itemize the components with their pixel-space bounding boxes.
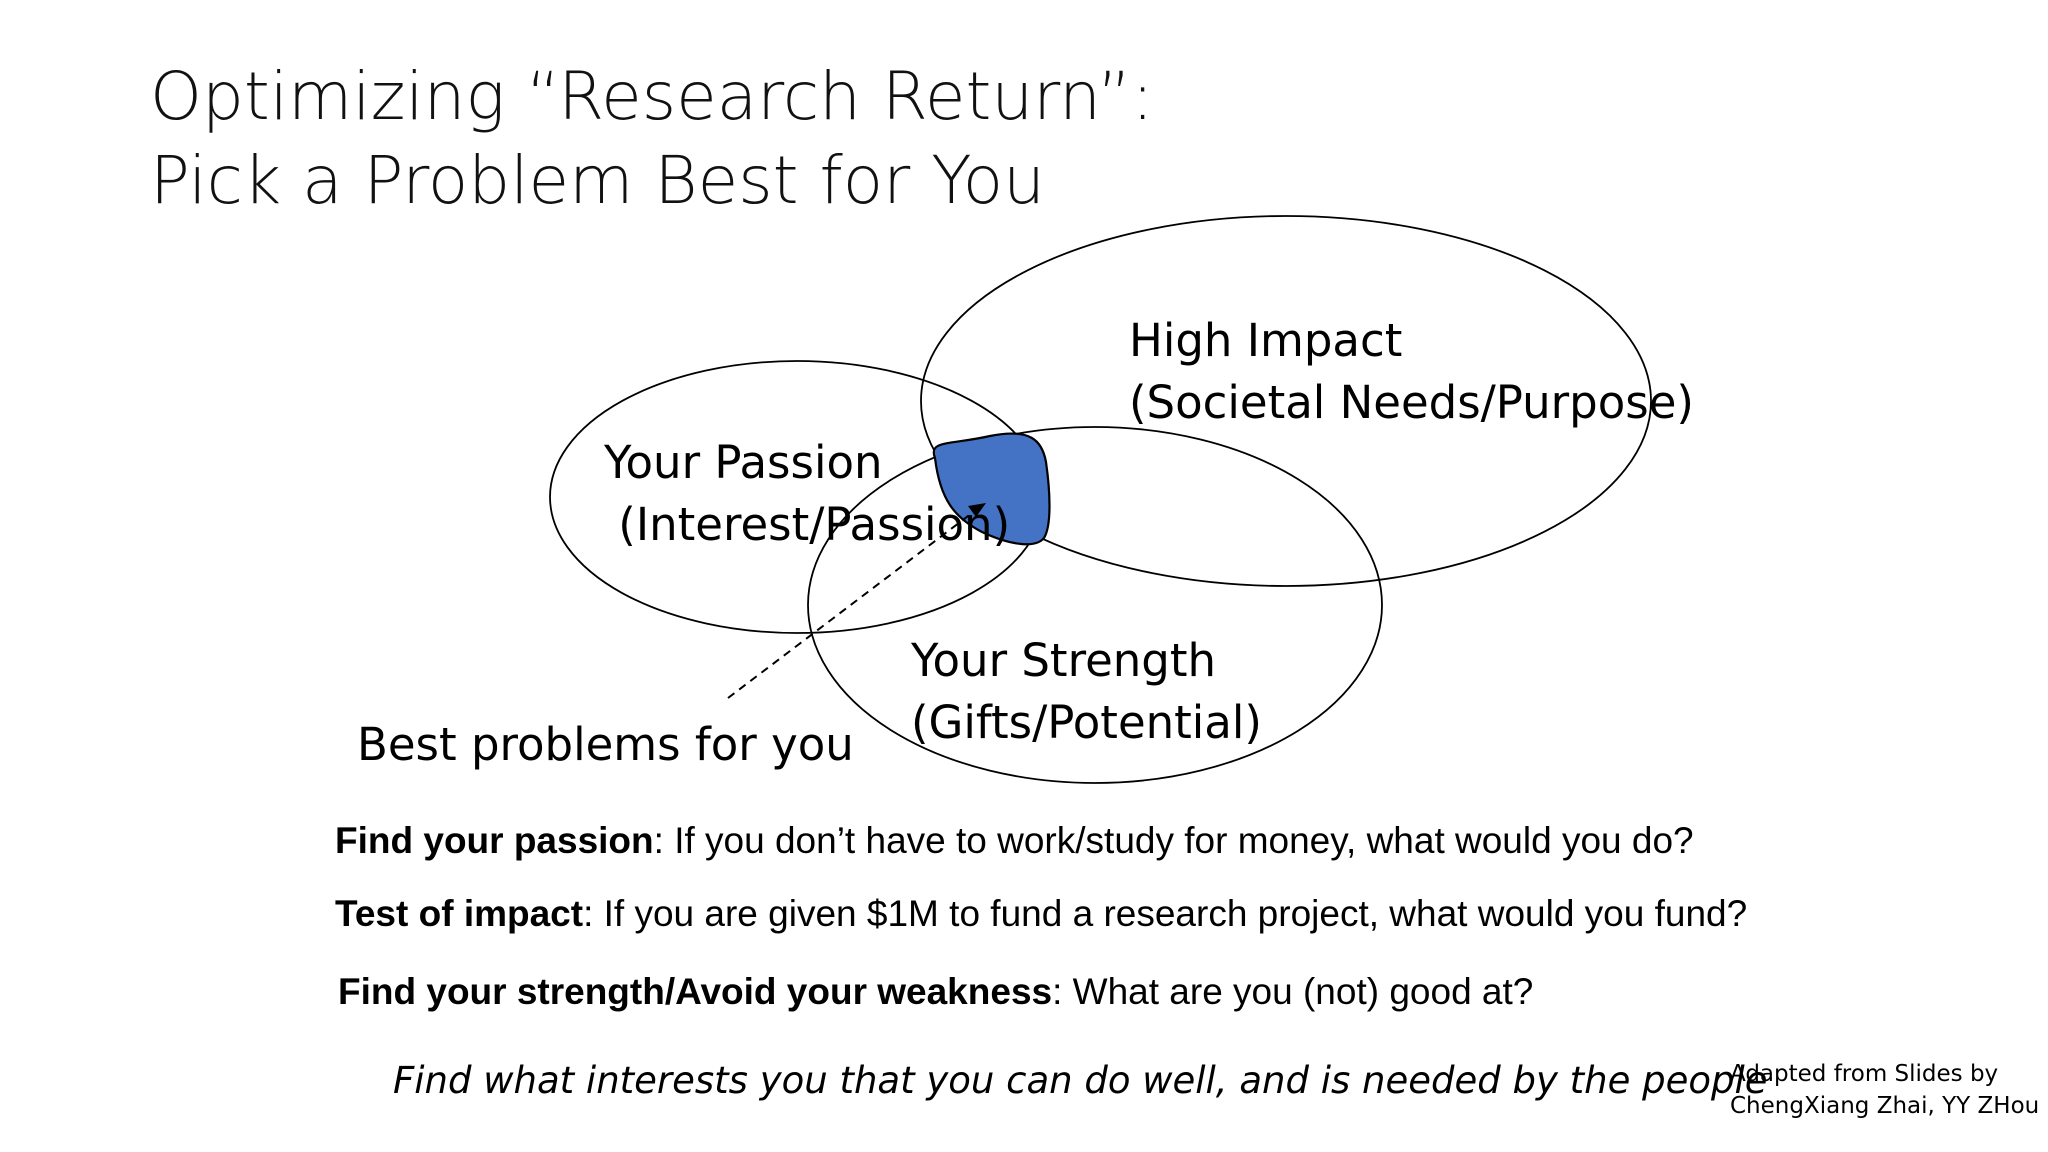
slide-title: Optimizing “Research Return”: Pick a Pro… <box>150 55 1154 223</box>
tagline: Find what interests you that you can do … <box>393 1059 1768 1102</box>
impact-label-line-1: High Impact <box>1129 314 1403 367</box>
question-passion-text: : If you don’t have to work/study for mo… <box>653 820 1694 861</box>
passion-label: Your Passion (Interest/Passion) <box>604 432 1010 556</box>
strength-label: Your Strength (Gifts/Potential) <box>911 630 1262 754</box>
impact-label: High Impact (Societal Needs/Purpose) <box>1129 310 1694 434</box>
passion-label-line-2: (Interest/Passion) <box>604 498 1011 551</box>
impact-label-line-2: (Societal Needs/Purpose) <box>1129 376 1694 429</box>
intersection-region <box>932 432 1051 546</box>
question-impact: Test of impact: If you are given $1M to … <box>335 893 1747 935</box>
best-problems-label: Best problems for you <box>357 718 854 771</box>
question-impact-bold: Test of impact <box>335 893 584 934</box>
strength-circle <box>807 426 1383 784</box>
question-strength: Find your strength/Avoid your weakness: … <box>338 971 1533 1013</box>
pointer-line <box>727 509 977 699</box>
credit-line-1: Adapted from Slides by <box>1730 1061 1999 1087</box>
question-passion: Find your passion: If you don’t have to … <box>335 820 1694 862</box>
question-strength-bold: Find your strength/Avoid your weakness <box>338 971 1053 1012</box>
slide-title-line-1: Optimizing “Research Return”: <box>150 58 1154 135</box>
question-impact-text: : If you are given $1M to fund a researc… <box>583 893 1748 934</box>
question-passion-bold: Find your passion <box>335 820 654 861</box>
pointer-arrowhead <box>968 503 986 517</box>
impact-circle <box>920 215 1652 587</box>
credit-note: Adapted from Slides by ChengXiang Zhai, … <box>1730 1058 2039 1122</box>
credit-line-2: ChengXiang Zhai, YY ZHou <box>1730 1093 2040 1119</box>
slide-title-line-2: Pick a Problem Best for You <box>150 142 1045 219</box>
strength-label-line-1: Your Strength <box>911 634 1217 687</box>
question-strength-text: : What are you (not) good at? <box>1052 971 1534 1012</box>
passion-label-line-1: Your Passion <box>604 436 883 489</box>
strength-label-line-2: (Gifts/Potential) <box>911 696 1262 749</box>
